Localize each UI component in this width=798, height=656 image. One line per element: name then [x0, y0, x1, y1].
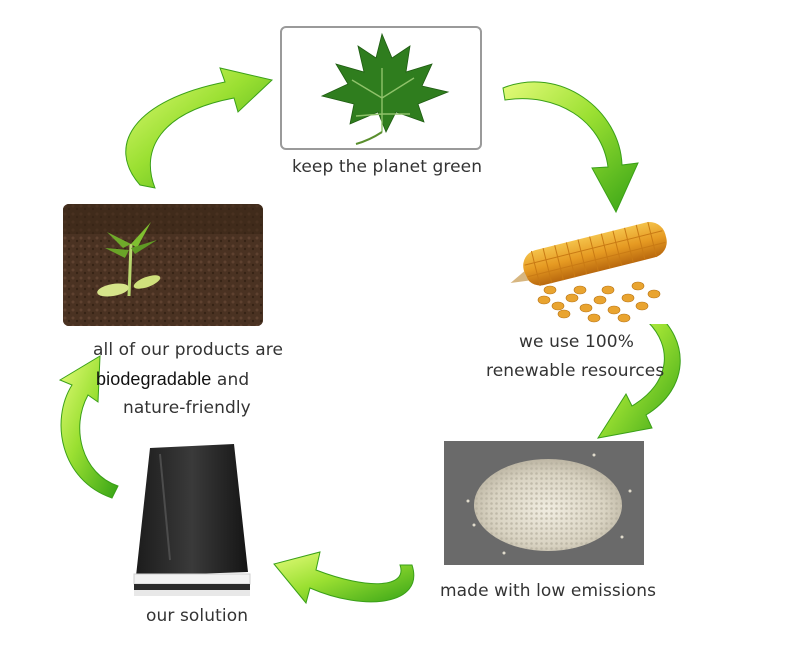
sprout-image [63, 204, 263, 326]
corn-caption-line1: we use 100% [519, 332, 634, 352]
bioplastic-pellets-icon [444, 441, 644, 565]
arrow-corn-to-pellets [596, 311, 681, 439]
sprout-caption-line1: all of our products are [93, 340, 284, 360]
planet-caption: keep the planet green [292, 157, 483, 177]
arrow-sprout-to-leaf [125, 67, 274, 189]
sprout-caption-line2: biodegradable and [96, 369, 249, 390]
sprout-caption-line3: nature-friendly [123, 398, 251, 418]
seedling-in-soil-icon [63, 204, 263, 326]
black-mailer-bag-icon [133, 444, 251, 596]
arrow-pellets-to-mailer [273, 551, 415, 605]
corn-image [504, 214, 674, 324]
arrow-mailer-to-sprout [58, 355, 119, 499]
corn-cob-icon [510, 221, 667, 323]
sprout-caption-and: and [216, 370, 250, 390]
maple-leaf-icon [320, 32, 450, 145]
mailer-image [130, 442, 254, 598]
biodegradable-highlight: biodegradable [96, 369, 212, 389]
mailer-caption: our solution [146, 606, 249, 626]
pellets-caption: made with low emissions [440, 581, 657, 601]
corn-caption-line2: renewable resources [486, 361, 665, 381]
planet-leaf-image [280, 26, 482, 150]
arrow-leaf-to-corn [502, 81, 639, 214]
pellets-image [444, 441, 644, 565]
